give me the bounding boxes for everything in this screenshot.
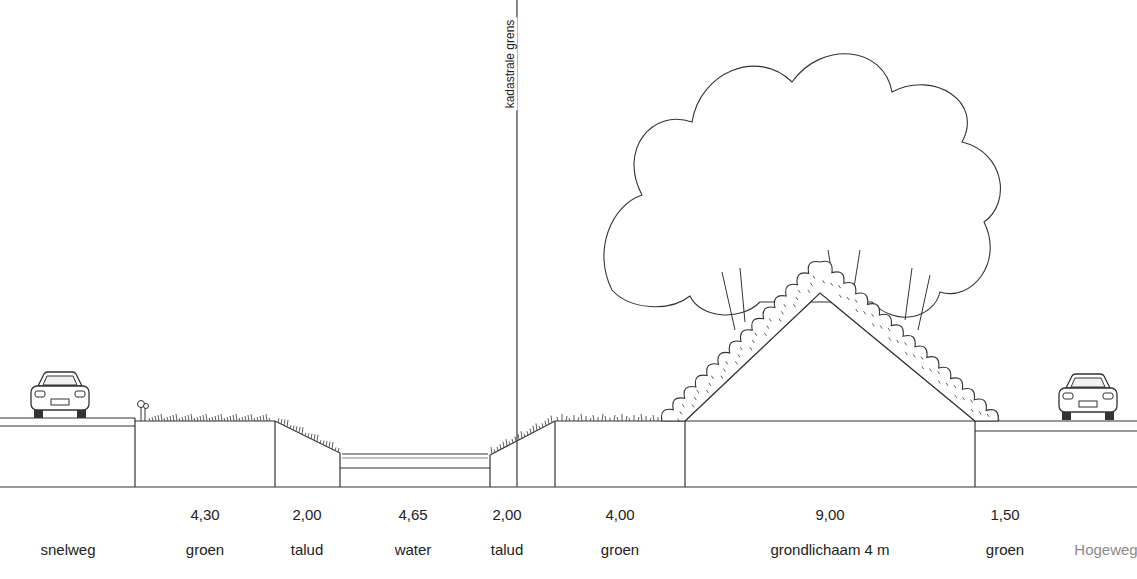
hedge	[662, 261, 999, 421]
road-name: snelweg	[40, 542, 95, 559]
zone-name: groen	[186, 542, 224, 559]
zone-name: grondlichaam 4 m	[770, 542, 889, 559]
zone-name: talud	[291, 542, 324, 559]
dimension: 4,00	[605, 507, 634, 524]
car	[31, 372, 89, 418]
boundary-label: kadastrale grens	[504, 18, 517, 111]
hedge-texture	[677, 276, 989, 422]
car	[1059, 374, 1117, 420]
dimension: 4,30	[190, 507, 219, 524]
dimension: 9,00	[815, 507, 844, 524]
zone-name: groen	[601, 542, 639, 559]
zone-name: groen	[986, 542, 1024, 559]
zone-name: water	[395, 542, 432, 559]
road-name: Hogeweg	[1074, 542, 1137, 559]
dimension: 1,50	[990, 507, 1019, 524]
grass	[149, 414, 999, 454]
zone-name: talud	[491, 542, 524, 559]
dimension: 4,65	[398, 507, 427, 524]
road-sign	[138, 401, 149, 422]
dimension: 2,00	[492, 507, 521, 524]
dimension: 2,00	[292, 507, 321, 524]
ground-profile	[0, 0, 1137, 487]
